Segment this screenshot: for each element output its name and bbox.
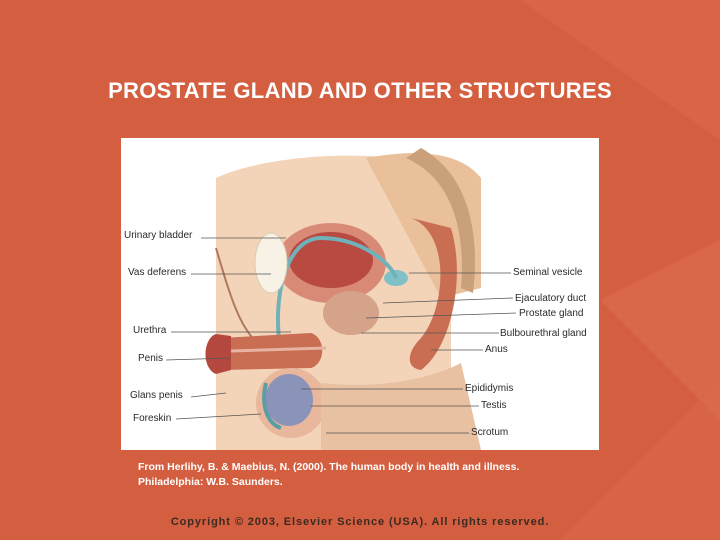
- label-vas-deferens: Vas deferens: [128, 267, 187, 278]
- slide-title: PROSTATE GLAND AND OTHER STRUCTURES: [108, 78, 612, 103]
- credit-line-2: Philadelphia: W.B. Saunders.: [138, 476, 283, 488]
- anatomy-drawing: [165, 148, 517, 450]
- anatomy-illustration: Urinary bladder Vas deferens Urethra Pen…: [121, 138, 599, 450]
- label-scrotum: Scrotum: [471, 427, 509, 438]
- label-bulbourethral-gland: Bulbourethral gland: [500, 328, 587, 339]
- label-seminal-vesicle: Seminal vesicle: [513, 267, 583, 278]
- label-urethra: Urethra: [133, 325, 167, 336]
- label-foreskin: Foreskin: [133, 413, 172, 424]
- credit-line-1: From Herlihy, B. & Maebius, N. (2000). T…: [138, 461, 520, 473]
- label-ejaculatory-duct: Ejaculatory duct: [515, 293, 587, 304]
- label-penis: Penis: [138, 353, 164, 364]
- label-urinary-bladder: Urinary bladder: [124, 230, 193, 241]
- label-prostate-gland: Prostate gland: [519, 308, 584, 319]
- source-credit: From Herlihy, B. & Maebius, N. (2000). T…: [138, 460, 608, 490]
- label-epididymis: Epididymis: [465, 383, 514, 394]
- label-anus: Anus: [485, 344, 508, 355]
- copyright-notice: Copyright © 2003, Elsevier Science (USA)…: [170, 516, 550, 528]
- label-glans-penis: Glans penis: [130, 390, 183, 401]
- label-testis: Testis: [481, 400, 507, 411]
